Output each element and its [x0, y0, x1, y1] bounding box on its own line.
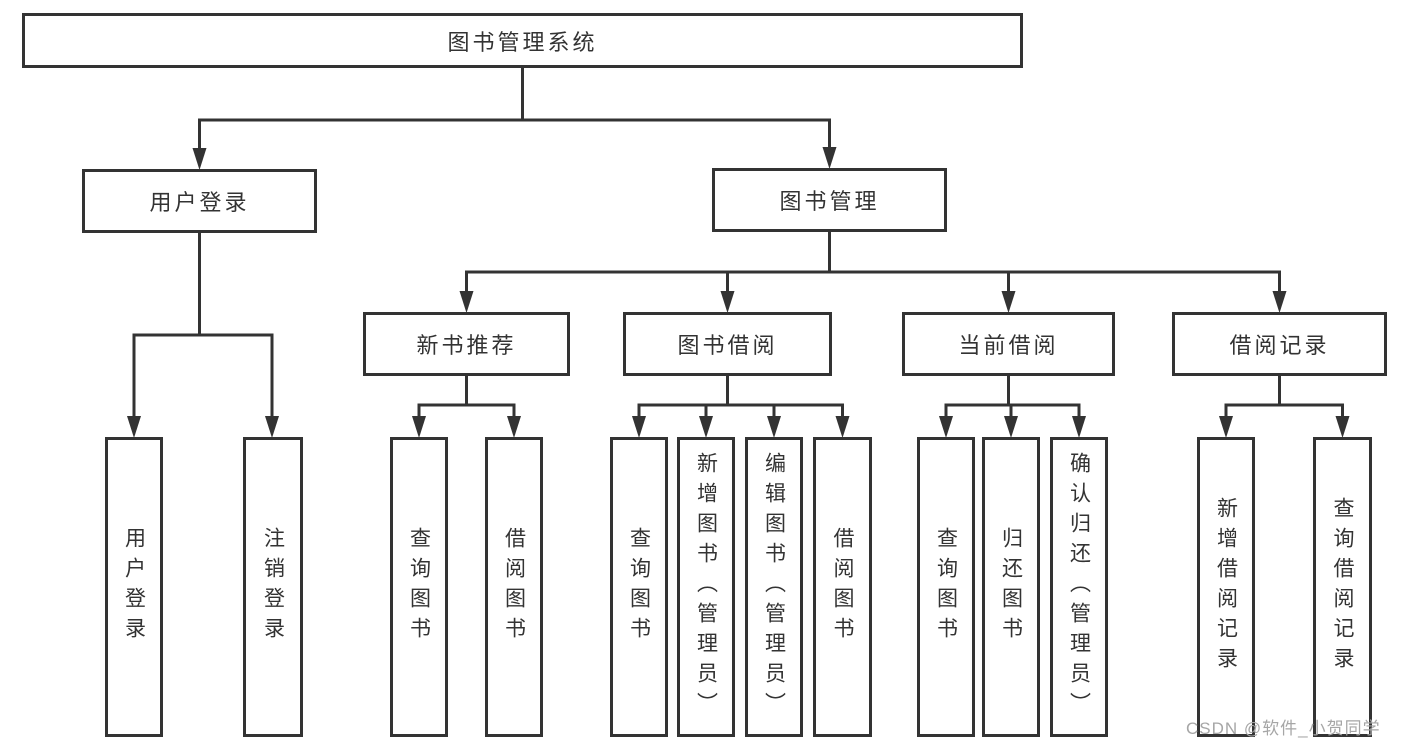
node-borrowing-records: 借阅记录 — [1172, 312, 1387, 376]
node-leaf-confirm-return-admin: 确认归还（管理员） — [1050, 437, 1108, 737]
node-label: 编辑图书（管理员） — [762, 452, 786, 722]
csdn-watermark: CSDN @软件_小贺同学 — [1186, 719, 1381, 738]
node-label: 注销登录 — [261, 527, 285, 647]
node-leaf-borrow-books-2: 借阅图书 — [813, 437, 872, 737]
node-label: 归还图书 — [999, 527, 1023, 647]
node-label: 图书借阅 — [677, 333, 778, 358]
node-label: 查询图书 — [627, 527, 651, 647]
node-leaf-query-books-2: 查询图书 — [610, 437, 668, 737]
node-label: 图书管理 — [779, 189, 880, 214]
node-label: 当前借阅 — [958, 333, 1059, 358]
node-leaf-add-borrow-record: 新增借阅记录 — [1197, 437, 1255, 737]
node-label: 用户登录 — [122, 527, 146, 647]
node-label: 查询图书 — [934, 527, 958, 647]
node-book-management-branch: 图书管理 — [712, 168, 947, 232]
node-book-borrowing: 图书借阅 — [623, 312, 832, 376]
node-label: 确认归还（管理员） — [1067, 452, 1091, 722]
connector-lines — [132, 66, 1344, 418]
node-leaf-query-books-1: 查询图书 — [390, 437, 448, 737]
node-library-management-system: 图书管理系统 — [22, 13, 1023, 68]
node-leaf-user-login: 用户登录 — [105, 437, 163, 737]
node-leaf-return-books: 归还图书 — [982, 437, 1040, 737]
node-leaf-query-borrow-record: 查询借阅记录 — [1313, 437, 1372, 737]
node-label: 借阅图书 — [502, 527, 526, 647]
node-leaf-add-books-admin: 新增图书（管理员） — [677, 437, 735, 737]
node-label: 新书推荐 — [416, 333, 517, 358]
node-current-borrowing: 当前借阅 — [902, 312, 1115, 376]
node-label: 图书管理系统 — [447, 29, 598, 55]
arrowheads — [127, 147, 1350, 438]
node-new-book-recommendation: 新书推荐 — [363, 312, 570, 376]
node-leaf-logout: 注销登录 — [243, 437, 303, 737]
node-user-login-branch: 用户登录 — [82, 169, 317, 233]
node-label: 借阅记录 — [1229, 333, 1330, 358]
node-label: 新增图书（管理员） — [694, 452, 718, 722]
node-label: 查询借阅记录 — [1331, 497, 1354, 677]
node-leaf-borrow-books-1: 借阅图书 — [485, 437, 543, 737]
node-leaf-edit-books-admin: 编辑图书（管理员） — [745, 437, 803, 737]
node-label: 查询图书 — [407, 527, 431, 647]
node-label: 借阅图书 — [831, 527, 854, 647]
node-label: 用户登录 — [149, 190, 250, 215]
node-leaf-query-books-3: 查询图书 — [917, 437, 975, 737]
node-label: 新增借阅记录 — [1214, 497, 1238, 677]
